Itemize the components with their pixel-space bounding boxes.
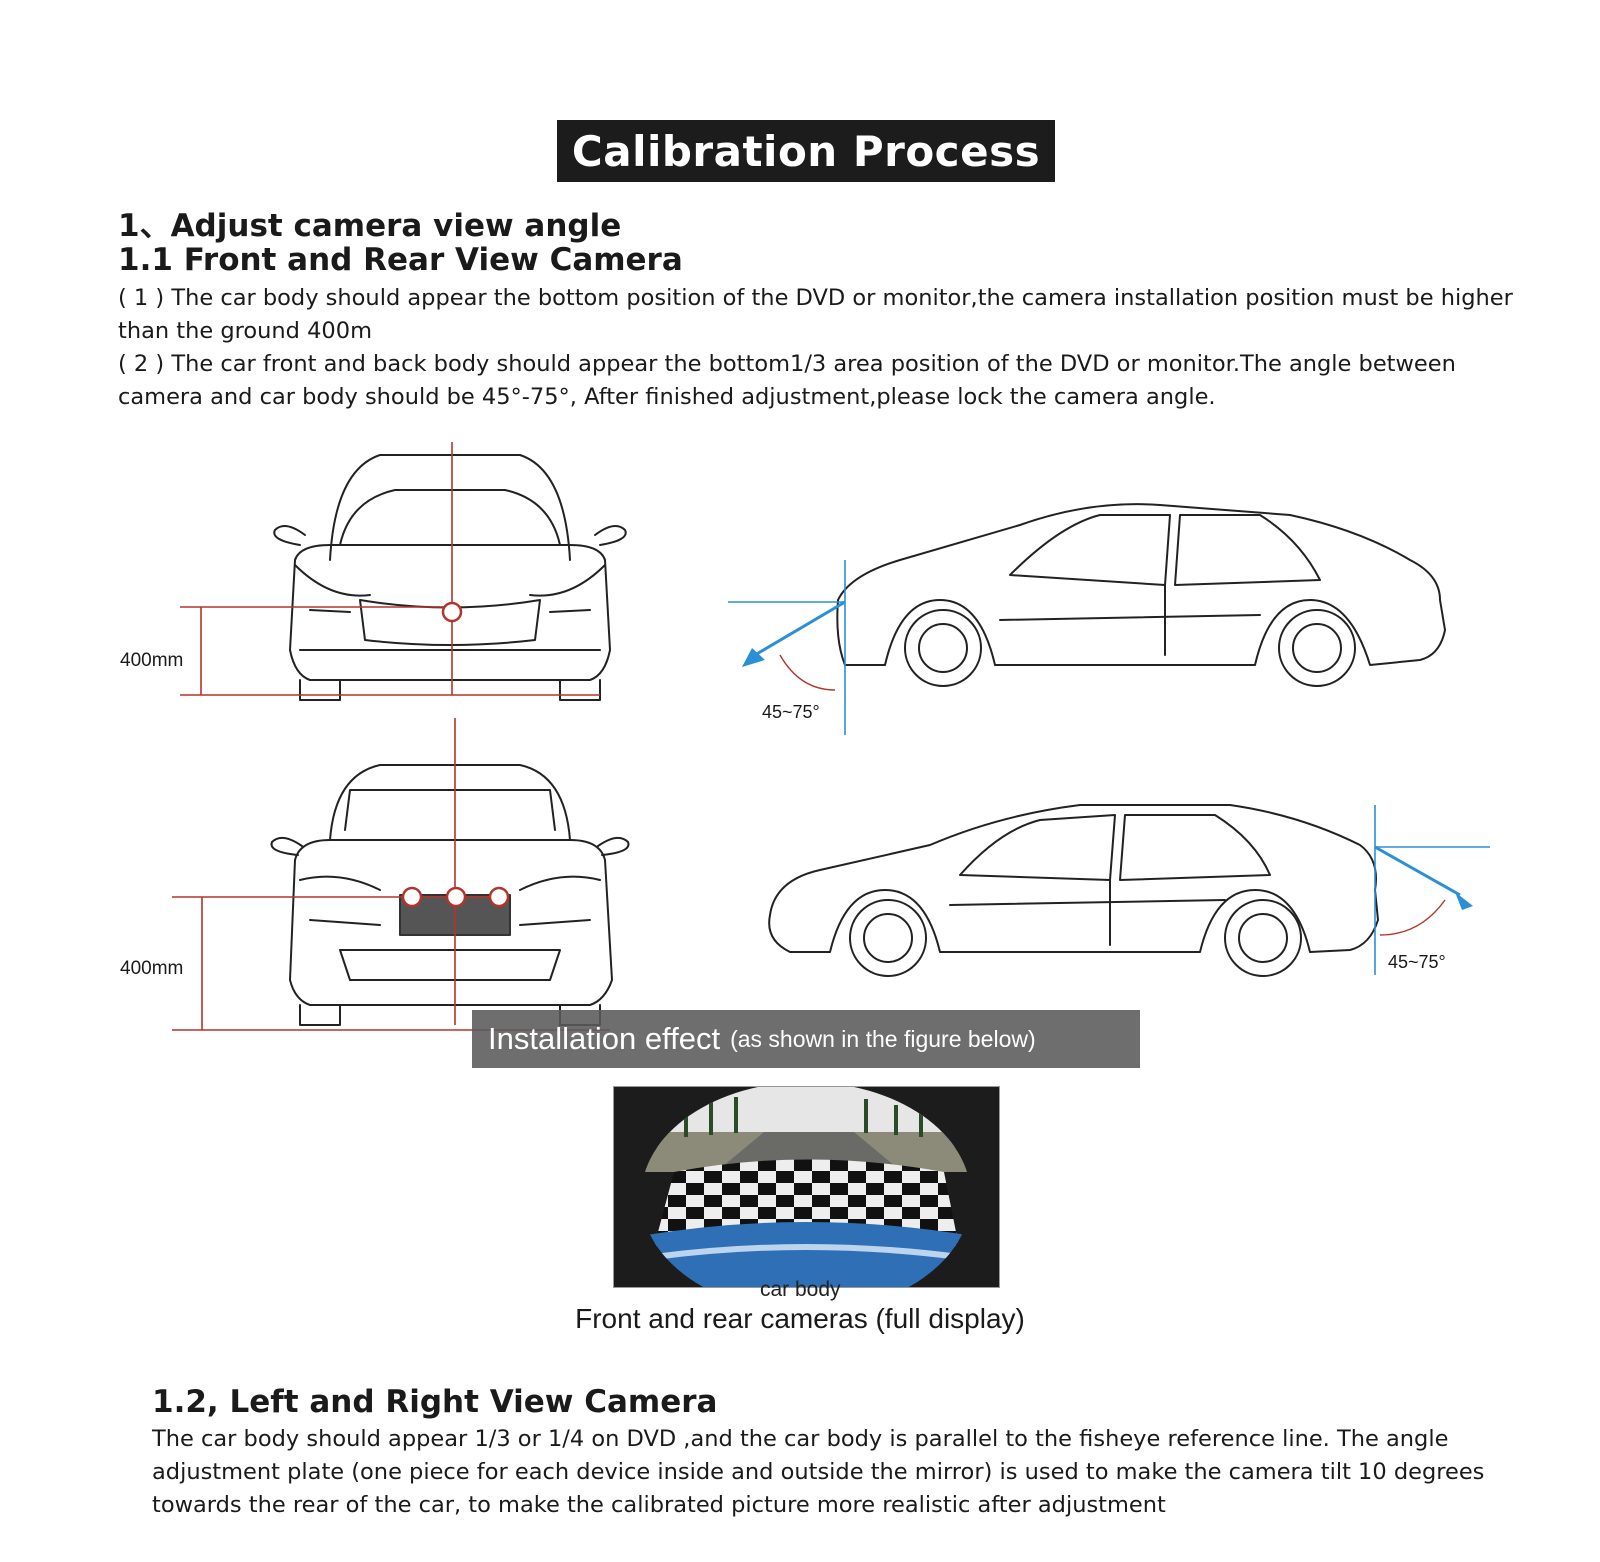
front-red-guides: [180, 442, 600, 696]
photo-caption: Front and rear cameras (full display): [575, 1303, 1025, 1334]
section2-heading: 1.2, Left and Right View Camera: [152, 1384, 718, 1420]
section1-subheading: 1.1 Front and Rear View Camera: [118, 242, 683, 278]
front-angle-arrow: [742, 648, 765, 667]
section1-heading: 1、Adjust camera view angle: [118, 208, 622, 244]
fisheye-camera-photo: [613, 1086, 1000, 1288]
section1-point2: ( 2 ) The car front and back body should…: [118, 351, 1456, 410]
front-view-car: [273, 454, 627, 701]
car-body-label: car body: [760, 1278, 841, 1301]
rear-height-label: 400mm: [120, 958, 184, 979]
side-car-front-camera: [836, 503, 1446, 687]
front-angle-label: 45~75°: [762, 702, 820, 722]
rear-angle-label: 45~75°: [1388, 952, 1446, 972]
rear-blue-guides: [1374, 805, 1490, 975]
banner-main-text: Installation effect: [488, 1021, 721, 1056]
section2-text: The car body should appear 1/3 or 1/4 on…: [152, 1426, 1485, 1518]
page-title: Calibration Process: [557, 120, 1055, 182]
front-blue-guides: [728, 560, 846, 735]
section1-point1: ( 1 ) The car body should appear the bot…: [118, 285, 1513, 344]
installation-banner: Installation effect (as shown in the fig…: [472, 1010, 1140, 1068]
banner-sub-text: (as shown in the figure below): [730, 1025, 1036, 1052]
side-car-rear-camera: [768, 804, 1379, 977]
front-height-label: 400mm: [120, 650, 184, 671]
rear-angle-arrow: [1455, 892, 1473, 910]
fisheye-image: [614, 1087, 999, 1287]
